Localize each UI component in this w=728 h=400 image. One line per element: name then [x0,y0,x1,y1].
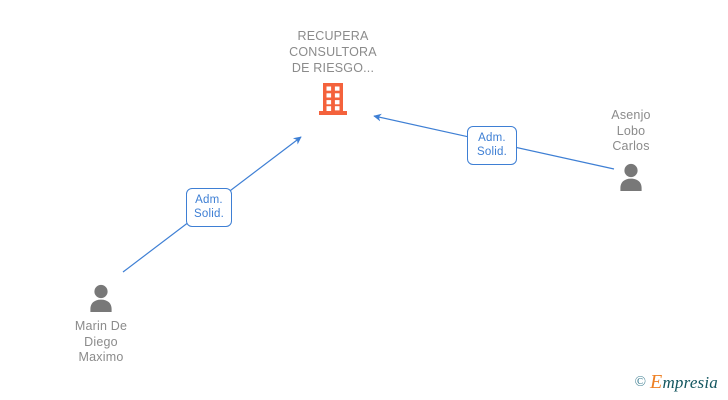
person-right-name-label: Asenjo Lobo Carlos [611,108,651,153]
person-right-icon-wrap [571,161,691,193]
company-icon-wrap [253,82,413,116]
company-name-label: RECUPERA CONSULTORA DE RIESGO... [289,29,377,75]
relation-label-left[interactable]: Adm. Solid. [186,188,232,227]
person-left-icon-wrap [41,282,161,314]
person-icon [90,284,112,312]
person-left-name-label: Marin De Diego Maximo [74,319,128,364]
person-node-left[interactable]: Marin De Diego Maximo [41,282,161,366]
person-node-right[interactable]: Asenjo Lobo Carlos [571,108,691,193]
relation-label-right[interactable]: Adm. Solid. [467,126,517,165]
company-node[interactable]: RECUPERA CONSULTORA DE RIESGO... [253,28,413,116]
copyright-icon: © [634,374,647,390]
brand-initial: E [650,371,663,393]
watermark: © Empresia [635,371,718,394]
brand-rest: mpresia [662,373,718,392]
person-icon [620,163,642,191]
brand-name: Empresia [650,371,718,394]
building-icon [319,83,347,115]
